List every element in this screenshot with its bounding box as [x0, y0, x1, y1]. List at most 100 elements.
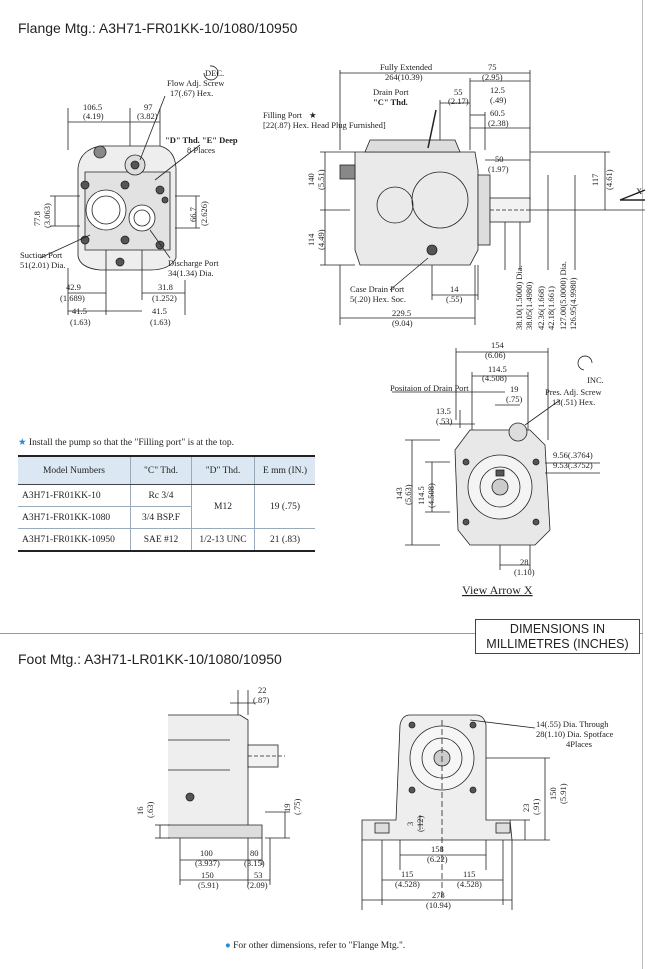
filling-star-icon: ★	[309, 110, 317, 120]
filling-plug: [22(.87) Hex. Head Plug Furnished]	[263, 120, 386, 130]
dim-60: 60.5	[490, 108, 505, 118]
dia-1: 38.10(1.5000) Dia.	[514, 265, 524, 330]
foot-dim-16-in: (.63)	[145, 802, 155, 818]
foot-dim-19-in: (.75)	[292, 799, 302, 815]
foot-dim-158: 158	[431, 844, 444, 854]
foot-dim-3-in: (.12)	[415, 816, 425, 832]
th-model: Model Numbers	[18, 455, 131, 485]
flow-adj-label: Flow Adj. Screw	[167, 78, 225, 88]
dia-4: 42.18(1.661)	[546, 286, 556, 330]
drain-thd: "C" Thd.	[373, 97, 408, 107]
foot-dim-53: 53	[254, 870, 263, 880]
foot-title: Foot Mtg.: A3H71-LR01KK-10/1080/10950	[18, 651, 282, 667]
dim-229-in: (9.04)	[392, 318, 413, 328]
x-dim-114v-in: (4.508)	[426, 483, 436, 508]
dia-3: 42.36(1.668)	[536, 286, 546, 330]
foot-side-view: 22 (.87) 16 (.63) 19 (.75) 100 (3.937) 8…	[135, 685, 302, 890]
discharge-size: 34(1.34) Dia.	[168, 268, 214, 278]
drain-port: Drain Port	[373, 87, 409, 97]
dim-75: 75	[488, 62, 497, 72]
table-row: A3H71-FR01KK-10950 SAE #12 1/2-13 UNC 21…	[18, 528, 315, 552]
x-dim-154: 154	[491, 340, 505, 350]
deep-label: "D" Thd. "E" Deep	[165, 135, 238, 145]
foot-dim-278: 278	[432, 890, 445, 900]
th-d: "D" Thd.	[191, 455, 255, 485]
foot-dim-115a-in: (4.528)	[395, 879, 420, 889]
x-dim-114: 114.5	[488, 364, 507, 374]
dim-229: 229.5	[392, 308, 411, 318]
flange-side-view: Fully Extended 264(10.39) 75 (2.95) Drai…	[263, 62, 646, 330]
inc-label: INC.	[587, 375, 604, 385]
dim-140-in: (5.51)	[316, 169, 326, 190]
case-drain: Case Drain Port	[350, 284, 405, 294]
foot-dim-53-in: (2.09)	[247, 880, 268, 890]
table-header-row: Model Numbers "C" Thd. "D" Thd. E mm (IN…	[18, 455, 315, 485]
dimensions-box: DIMENSIONS IN MILLIMETRES (INCHES)	[475, 619, 640, 654]
dim-140: 140	[306, 173, 316, 186]
dim-42: 42.9	[66, 282, 81, 292]
arrow-x-label: X	[636, 186, 642, 196]
foot-dim-80-in: (3.15)	[244, 858, 265, 868]
dia-5: 127.00(5.0000) Dia.	[558, 261, 568, 330]
dim-41b: 41.5	[152, 306, 167, 316]
foot-dim-3: 3	[405, 822, 415, 826]
dim-42-in: (1.689)	[60, 293, 85, 303]
dim-77: 77.8	[32, 211, 42, 226]
cell-c: Rc 3/4	[130, 484, 192, 507]
pres-adj: Pres. Adj. Screw	[545, 387, 603, 397]
foot-dim-150: 150	[201, 870, 214, 880]
dim-66: 66.7	[188, 207, 198, 222]
x-dim-13-in: (.53)	[436, 416, 452, 426]
spotface-label: 28(1.10) Dia. Spotface	[536, 729, 614, 739]
dim-50-in: (1.97)	[488, 164, 509, 174]
dim-114: 114	[306, 233, 316, 246]
dimensions-line1: DIMENSIONS IN	[509, 622, 606, 636]
foot-dim-115b-in: (4.528)	[457, 879, 482, 889]
dia-6: 126.95(4.9980)	[568, 277, 578, 330]
cell-model: A3H71-FR01KK-10950	[18, 528, 131, 552]
x-dim-19-in: (.75)	[506, 394, 522, 404]
foot-dim-115b: 115	[463, 869, 475, 879]
section-divider	[0, 633, 643, 634]
foot-dim-150f-in: (5.91)	[558, 783, 568, 804]
dim-106: 106.5	[83, 102, 102, 112]
dim-12: 12.5	[490, 85, 505, 95]
x-dim-143-in: (5.63)	[403, 484, 413, 505]
dim-66-in: (2.626)	[199, 201, 209, 226]
foot-dim-23-in: (.91)	[531, 799, 541, 815]
x-dim-143: 143	[394, 487, 404, 500]
cell-model: A3H71-FR01KK-1080	[18, 506, 131, 529]
dim-114-in: (4.49)	[316, 229, 326, 250]
foot-dim-100: 100	[200, 848, 213, 858]
foot-dim-100-in: (3.937)	[195, 858, 220, 868]
flange-front-view: DEC. Flow Adj. Screw 17(.67) Hex. 106.5 …	[20, 65, 238, 327]
cell-e: 19 (.75)	[254, 484, 315, 529]
dim-97-in: (3.82)	[137, 111, 158, 121]
fully-extended: Fully Extended	[380, 62, 433, 72]
foot-dim-23: 23	[521, 804, 531, 813]
pos-drain: Positaion of Drain Port	[390, 383, 469, 393]
dim-12-in: (.49)	[490, 95, 506, 105]
dia-2: 38.05(1.4980)	[524, 282, 534, 330]
table-row: A3H71-FR01KK-1080 3/4 BSP.F	[18, 506, 315, 529]
foot-dim-22: 22	[258, 685, 267, 695]
places-label: 4Places	[566, 739, 592, 749]
x-dim-114v: 114.5	[416, 486, 426, 505]
foot-note: ● For other dimensions, refer to "Flange…	[225, 941, 406, 951]
th-c: "C" Thd.	[130, 455, 192, 485]
foot-dim-80: 80	[250, 848, 259, 858]
hole-label: 14(.55) Dia. Through	[536, 719, 609, 729]
key-2: 9.53(.3752)	[553, 460, 593, 470]
dim-31: 31.8	[158, 282, 173, 292]
flange-title: Flange Mtg.: A3H71-FR01KK-10/1080/10950	[18, 20, 298, 36]
foot-dim-22-in: (.87)	[253, 695, 269, 705]
deep-places: 8 Places	[187, 145, 215, 155]
x-dim-154-in: (6.06)	[485, 350, 506, 360]
dim-117: 117	[590, 174, 600, 186]
spec-table: Model Numbers "C" Thd. "D" Thd. E mm (IN…	[18, 455, 315, 552]
dim-50: 50	[495, 154, 504, 164]
foot-dim-150f: 150	[548, 787, 558, 800]
foot-dim-16: 16	[135, 807, 145, 816]
table-row: A3H71-FR01KK-10 Rc 3/4 M12 19 (.75)	[18, 484, 315, 529]
install-note: ★ Install the pump so that the "Filling …	[18, 438, 235, 448]
